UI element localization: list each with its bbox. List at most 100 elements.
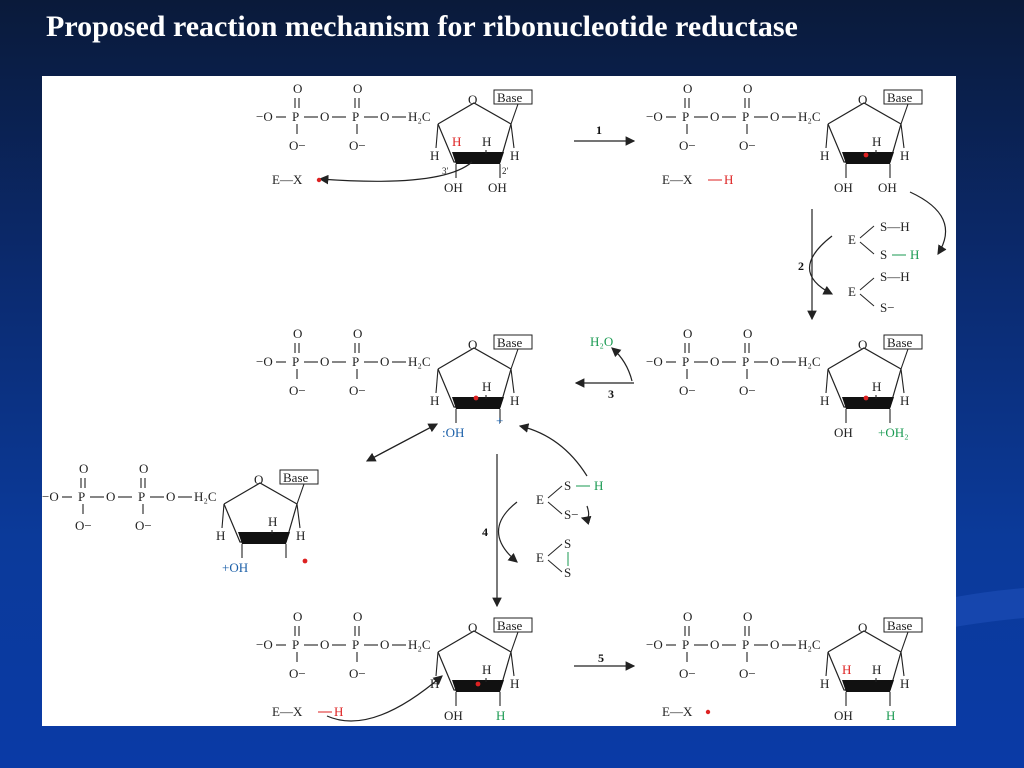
phosphorus-2: P <box>742 637 749 652</box>
radical-dot <box>302 558 308 564</box>
resonance-arrow-b <box>365 423 438 462</box>
c2-hydrogen: H <box>886 708 895 723</box>
phosphate-o-minus-1: O− <box>289 138 306 153</box>
c3-h: H <box>842 662 851 677</box>
thiolate-curve <box>580 505 592 526</box>
ch2-group: H₂C <box>408 354 431 369</box>
position-3-label: 3′ <box>442 166 449 176</box>
c4-h: H <box>820 393 829 408</box>
c4-h: H <box>430 148 439 163</box>
phosphate-minus-o: −O <box>646 637 663 652</box>
c1-h: H <box>510 148 519 163</box>
oxo-2: O <box>743 609 752 624</box>
step-4-bend <box>497 501 518 563</box>
c1-h: H <box>900 148 909 163</box>
oxo-1: O <box>293 609 302 624</box>
base-label: Base <box>887 90 913 105</box>
reagent-h-green-3: H <box>594 478 603 493</box>
c3-hydroxyl: OH <box>444 708 463 723</box>
radical-dot <box>705 709 711 715</box>
reagent-s-3: S <box>564 478 571 493</box>
radical-dot <box>863 395 869 401</box>
ex-label-5: E—X <box>272 704 303 719</box>
ex-label-2: E—X <box>662 172 693 187</box>
reagent-e-2: E <box>848 284 856 299</box>
c3-hydroxyl: OH <box>834 180 853 195</box>
ring-oxygen: O <box>858 620 867 635</box>
reagent-s-minus-2: S− <box>880 300 895 315</box>
step-number-4: 4 <box>482 525 488 539</box>
reagent-h-green-1: H <box>910 247 919 262</box>
step-number-1: 1 <box>596 123 602 137</box>
step-number-2: 2 <box>798 259 804 273</box>
step-number-5: 5 <box>598 651 604 665</box>
ring-oxygen: O <box>468 337 477 352</box>
step-4-attack-curve <box>518 423 588 477</box>
phosphorus-2: P <box>352 109 359 124</box>
bridge-o-1: O <box>710 637 719 652</box>
c1-h: H <box>296 528 305 543</box>
c2-h: H <box>872 662 881 677</box>
phosphate-minus-o: −O <box>256 354 273 369</box>
c1-h: H <box>510 676 519 691</box>
c4-h: H <box>430 393 439 408</box>
phosphate-o-minus-1: O− <box>679 666 696 681</box>
reaction-arrows <box>318 136 947 722</box>
ring-oxygen: O <box>468 620 477 635</box>
c4-h: H <box>430 676 439 691</box>
ch2-group: H₂C <box>798 109 821 124</box>
base-label: Base <box>497 90 523 105</box>
c2-h: H <box>872 379 881 394</box>
c2-h: H <box>482 134 491 149</box>
oxo-2: O <box>743 326 752 341</box>
ring-oxygen: O <box>254 472 263 487</box>
base-label: Base <box>497 335 523 350</box>
phosphate-o-minus-1: O− <box>289 666 306 681</box>
oxo-1: O <box>683 609 692 624</box>
bridge-o-2: O <box>770 354 779 369</box>
reagent-s-minus-3: S− <box>564 507 579 522</box>
h-return-curve <box>326 675 443 722</box>
reagent-s-4b: S <box>564 565 571 580</box>
c3-hydroxyl: OH <box>834 708 853 723</box>
phosphorus-1: P <box>682 109 689 124</box>
bridge-o-2: O <box>770 637 779 652</box>
ch2-group: H₂C <box>194 489 217 504</box>
c1-h: H <box>900 393 909 408</box>
phosphate-minus-o: −O <box>256 637 273 652</box>
oxo-2: O <box>353 609 362 624</box>
ex-h-label-5: H <box>334 704 343 719</box>
phosphate-o-minus-2: O− <box>349 138 366 153</box>
phosphate-o-minus-1: O− <box>289 383 306 398</box>
base-label: Base <box>887 335 913 350</box>
reagent-sh-2: S—H <box>880 269 910 284</box>
bridge-o-1: O <box>710 354 719 369</box>
c2-hydroxyl: OH <box>488 180 507 195</box>
base-label: Base <box>497 618 523 633</box>
phosphate-o-minus-2: O− <box>349 666 366 681</box>
c4-h: H <box>820 148 829 163</box>
ex-label-6: E—X <box>662 704 693 719</box>
phosphorus-2: P <box>352 637 359 652</box>
phosphorus-1: P <box>682 637 689 652</box>
ex-h-label-2: H <box>724 172 733 187</box>
h-transfer-curve-1 <box>318 161 473 185</box>
radical-dot <box>475 681 481 687</box>
phosphate-o-minus-2: O− <box>135 518 152 533</box>
reagent-s-1: S <box>880 247 887 262</box>
base-label: Base <box>887 618 913 633</box>
phosphorus-1: P <box>292 637 299 652</box>
bridge-o-2: O <box>770 109 779 124</box>
c2-h: H <box>872 134 881 149</box>
phosphate-o-minus-2: O− <box>739 138 756 153</box>
c1-h: H <box>900 676 909 691</box>
c3-oxonium: +OH <box>222 560 248 575</box>
c3-h: H <box>452 134 461 149</box>
